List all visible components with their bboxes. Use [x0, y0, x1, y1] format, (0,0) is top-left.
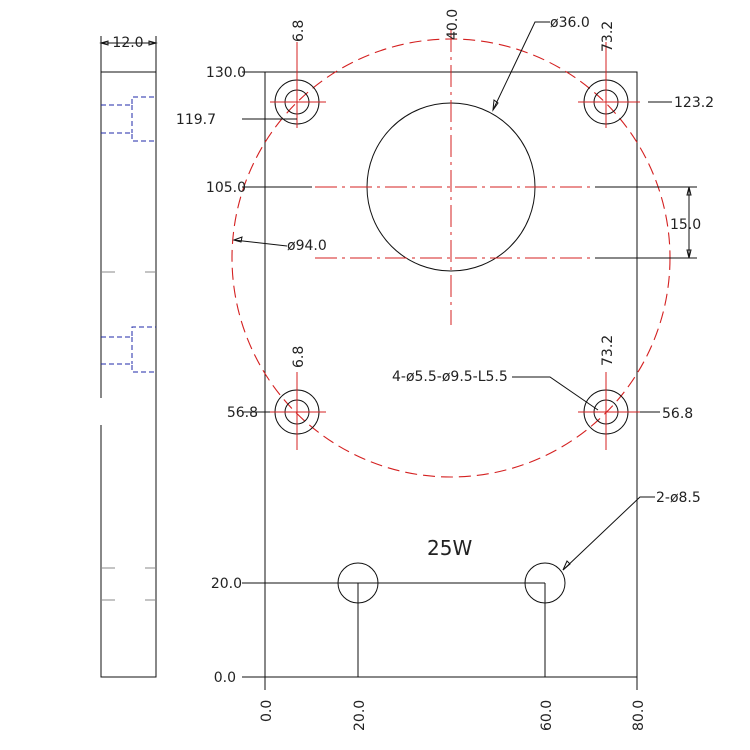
hole-bottom-left-x: 6.8 — [291, 346, 307, 368]
hole-bottom-right-x: 73.2 — [600, 335, 616, 366]
hole-top-left-y: 119.7 — [176, 112, 216, 128]
x-tick-0: 0.0 — [259, 700, 275, 722]
side-thickness-label: 12.0 — [112, 35, 143, 51]
mount-holes-callout: 4-ø5.5-ø9.5-L5.5 — [392, 369, 508, 385]
y-tick-56-8: 56.8 — [227, 405, 258, 421]
dimension-labels: 130.0 105.0 56.8 20.0 0.0 119.7 123.2 56… — [176, 9, 714, 731]
center-offset: 15.0 — [670, 217, 701, 233]
y-tick-0: 0.0 — [214, 670, 236, 686]
mount-hole-top-left — [270, 42, 326, 128]
hole-top-right-x: 73.2 — [600, 21, 616, 52]
bore-diameter: ø36.0 — [550, 15, 590, 31]
mount-hole-bottom-right — [578, 372, 640, 450]
hole-top-left-x: 6.8 — [291, 20, 307, 42]
hole-top-right-y: 123.2 — [674, 95, 714, 111]
front-view — [231, 21, 697, 690]
x-tick-20: 20.0 — [352, 700, 368, 731]
y-tick-105: 105.0 — [206, 180, 246, 196]
side-view: 12.0 — [99, 35, 158, 678]
mount-hole-bottom-left — [270, 372, 326, 450]
x-tick-80: 80.0 — [631, 700, 647, 731]
plate-label: 25W — [427, 536, 472, 560]
y-tick-130: 130.0 — [206, 65, 246, 81]
bottom-holes-callout: 2-ø8.5 — [656, 490, 701, 506]
center-x: 40.0 — [445, 9, 461, 40]
y-tick-20: 20.0 — [211, 576, 242, 592]
mount-hole-top-right — [578, 42, 640, 128]
hole-bottom-right-y: 56.8 — [662, 406, 693, 422]
pcd-diameter: ø94.0 — [287, 238, 327, 254]
x-tick-60: 60.0 — [539, 700, 555, 731]
